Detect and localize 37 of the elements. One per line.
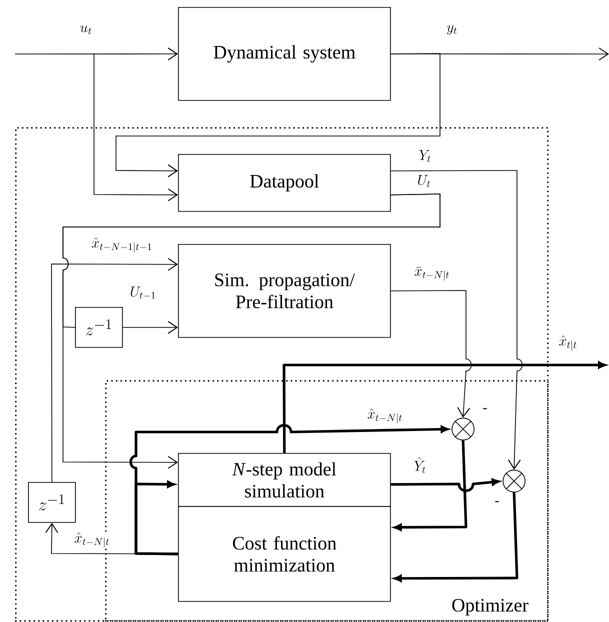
process-box: Cost function minimization <box>178 506 391 602</box>
arrow <box>390 170 523 470</box>
arrow <box>116 53 440 178</box>
arrow <box>51 258 178 482</box>
summing-junction <box>452 418 474 440</box>
line <box>62 194 440 328</box>
arrow <box>390 290 472 418</box>
delay-box: $z^{-1}$ <box>75 307 123 348</box>
edge-label: $\hat{x}_{t-N-1|t-1}$ <box>91 236 153 254</box>
arrow <box>282 361 606 453</box>
process-box: Dynamical system <box>178 7 391 101</box>
sign-label: - <box>483 408 487 410</box>
edge-label: $\hat{x}_{t-N|t}$ <box>366 408 404 424</box>
edge-label: $\hat{x}_{t|t}$ <box>558 334 578 352</box>
arrow <box>14 47 178 60</box>
edge-label: $\hat{x}_{t-N|t}$ <box>74 532 110 548</box>
arrow <box>45 522 178 554</box>
edge-label: $\hat{Y}_t$ <box>413 456 427 474</box>
edge-label: $Y_t$ <box>418 150 432 162</box>
process-box: N-step model simulation <box>178 453 391 507</box>
summing-junction <box>502 470 526 492</box>
arrow <box>94 54 178 202</box>
dotted-boundary <box>15 127 549 622</box>
sign-label: - <box>495 501 499 502</box>
edge-label: $\bar{x}_{t-N|t}$ <box>414 266 450 282</box>
edge-label: $y_t$ <box>446 25 458 35</box>
process-box: Sim. propagation/ Pre-filtration <box>178 244 391 338</box>
delay-box: $z^{-1}$ <box>28 482 76 523</box>
arrow <box>394 492 518 582</box>
arrow <box>122 320 178 334</box>
process-box: Datapool <box>178 154 391 212</box>
arrow <box>134 480 178 556</box>
arrow <box>394 440 468 531</box>
edge-label: $U_t$ <box>416 174 432 188</box>
edge-label: $u_t$ <box>79 25 93 35</box>
edge-label: $U_{t-1}$ <box>129 286 157 300</box>
arrow <box>390 478 500 492</box>
